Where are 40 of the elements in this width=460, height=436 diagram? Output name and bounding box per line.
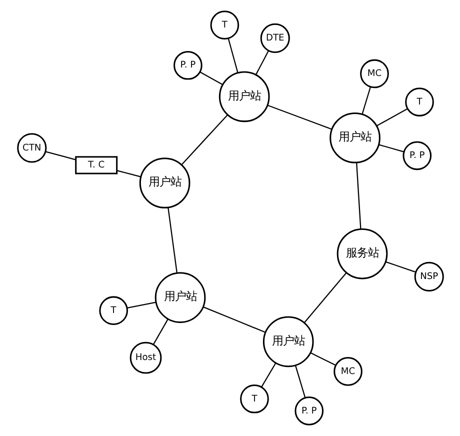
node-circle: 用户站 bbox=[154, 272, 206, 323]
connector bbox=[167, 208, 178, 274]
connector bbox=[254, 50, 269, 75]
connector bbox=[378, 144, 404, 152]
connector bbox=[266, 104, 332, 130]
connector bbox=[310, 352, 336, 366]
node-circle: Host bbox=[129, 342, 162, 374]
node-circle: DTE bbox=[260, 23, 290, 54]
connector bbox=[199, 72, 222, 86]
node-circle: CTN bbox=[16, 133, 46, 163]
node-circle: P. P bbox=[402, 141, 432, 170]
node-circle: 用户站 bbox=[218, 71, 270, 122]
connector bbox=[180, 114, 228, 166]
node-circle: NSP bbox=[414, 262, 444, 292]
node-circle: MC bbox=[333, 357, 362, 386]
node-box: T. C bbox=[74, 156, 118, 174]
node-circle: 用户站 bbox=[262, 316, 314, 368]
connector bbox=[260, 362, 276, 388]
node-circle: T bbox=[404, 88, 434, 116]
node-circle: 服务站 bbox=[336, 228, 388, 280]
node-circle: MC bbox=[360, 59, 388, 88]
connector bbox=[356, 162, 361, 229]
node-circle: T bbox=[240, 384, 268, 414]
connector bbox=[44, 150, 76, 160]
connector bbox=[227, 38, 238, 73]
node-circle: 用户站 bbox=[138, 158, 190, 208]
node-circle: P. P bbox=[294, 396, 324, 426]
node-circle: T bbox=[98, 296, 128, 326]
node-circle: T bbox=[210, 10, 239, 40]
connector bbox=[202, 306, 266, 333]
connector bbox=[126, 302, 156, 308]
connector bbox=[116, 170, 140, 178]
connector bbox=[361, 86, 370, 114]
node-circle: 用户站 bbox=[329, 112, 380, 164]
connector bbox=[376, 108, 408, 126]
connector bbox=[152, 319, 168, 345]
connector bbox=[303, 272, 346, 323]
node-circle: P. P bbox=[173, 50, 202, 80]
connector bbox=[294, 365, 306, 398]
connector bbox=[384, 261, 416, 273]
